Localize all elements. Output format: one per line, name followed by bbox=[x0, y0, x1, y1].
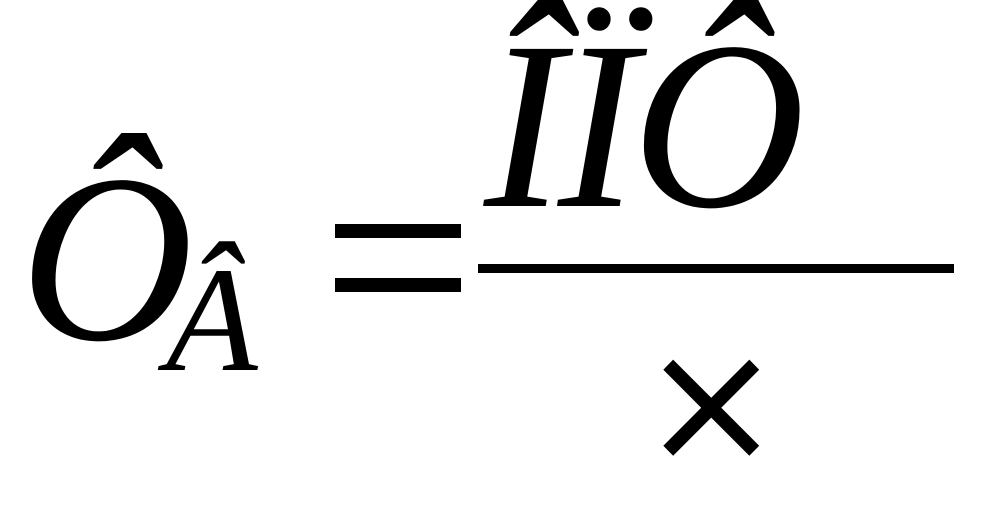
fraction-numerator: ÎÏÔ bbox=[484, 0, 805, 258]
fraction-denominator: × bbox=[640, 304, 783, 502]
equals-bar-bottom bbox=[335, 278, 461, 292]
equals-sign bbox=[335, 204, 461, 304]
formula-lhs-symbol: Ô bbox=[20, 125, 194, 391]
equals-bar-top bbox=[335, 224, 461, 238]
fraction-bar bbox=[478, 264, 954, 273]
formula-lhs-subscript: Â bbox=[166, 237, 258, 403]
